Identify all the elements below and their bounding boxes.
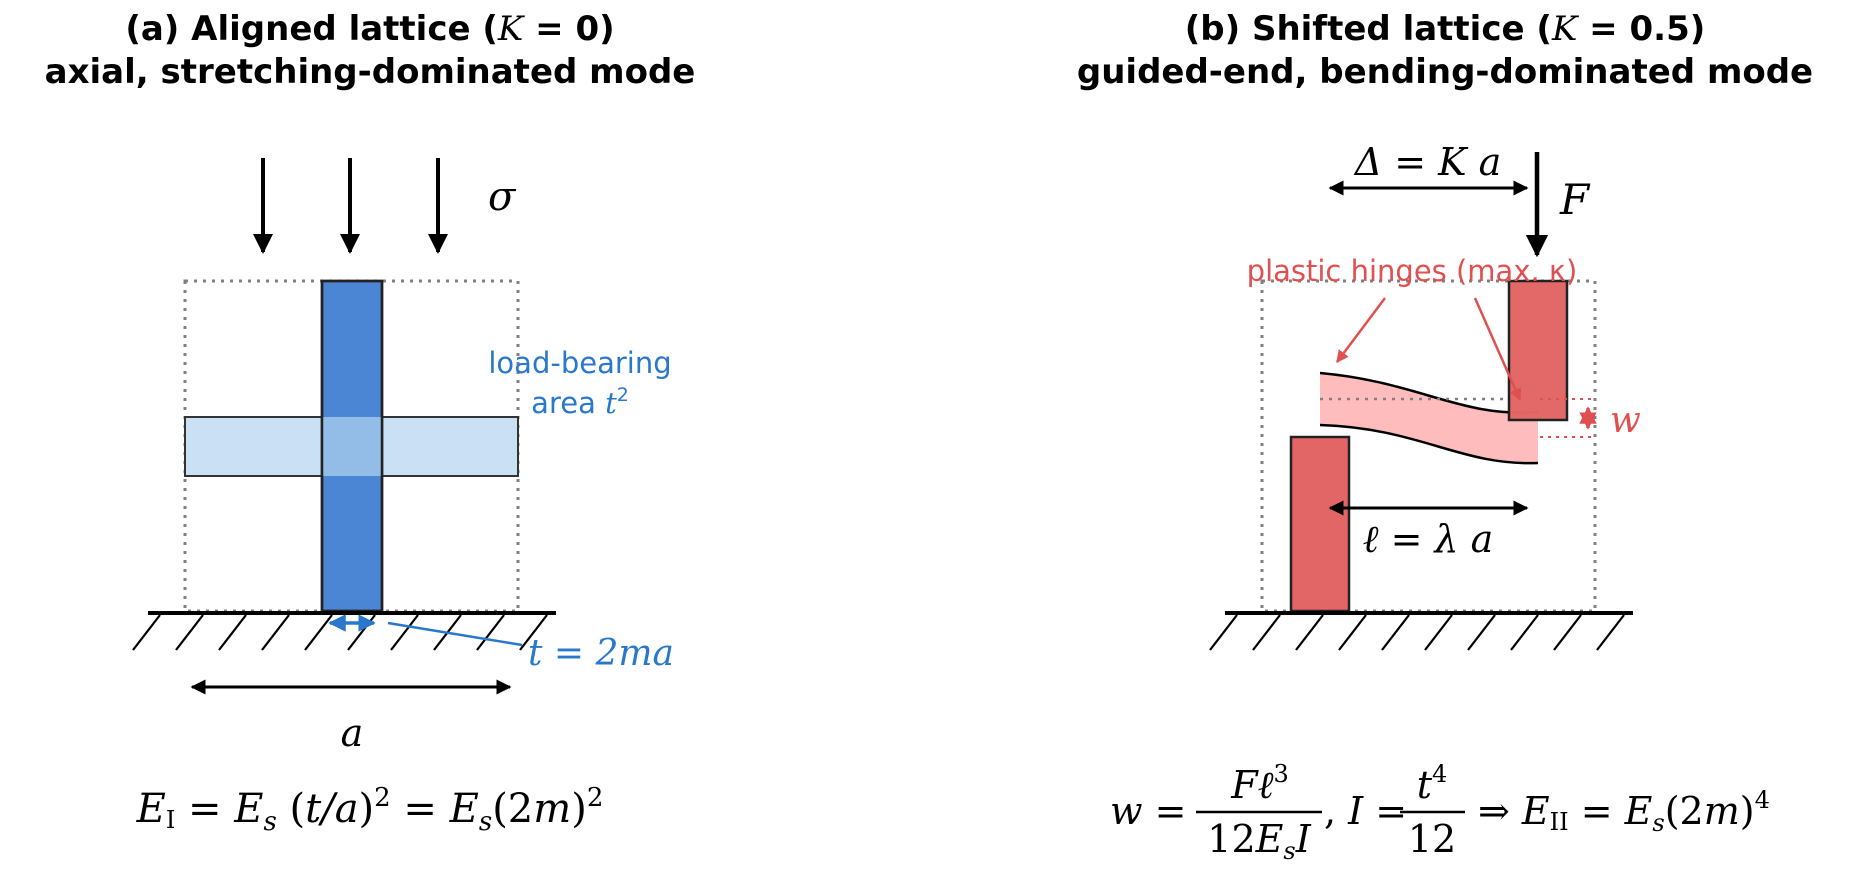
deflection-label: w [1610,400,1641,441]
thickness-leader [387,621,523,647]
thickness-label: t = 2ma [528,633,674,674]
svg-text:12EsI: 12EsI [1207,817,1311,865]
equation-a: EI = Es (t/a)2 = Es(2m)2 [136,783,604,837]
ground-b [1209,611,1633,651]
panel-a-subtitle: axial, stretching-dominated mode [45,52,696,92]
panel-a: (a) Aligned lattice (K = 0) axial, stret… [45,9,696,837]
area-label: area t2 [531,384,629,420]
svg-text:t4: t4 [1417,760,1448,807]
equation-b: w = Fℓ3 12EsI , I = t4 12 ⇒ EII = Es(2m)… [1110,760,1770,865]
panel-a-title: (a) Aligned lattice (K = 0) [125,9,614,49]
span-label: ℓ = λ a [1363,517,1494,561]
panel-b: (b) Shifted lattice (K = 0.5) guided-end… [1077,9,1813,865]
offset-label: Δ = K a [1353,140,1502,184]
hinges-label: plastic hinges (max. κ) [1247,254,1578,288]
svg-text:⇒ EII = Es(2m)4: ⇒ EII = Es(2m)4 [1478,786,1770,837]
svg-text:w =: w = [1110,789,1186,833]
sigma-label: σ [488,174,517,220]
panel-b-subtitle: guided-end, bending-dominated mode [1077,52,1813,92]
hinge-arrow-left [1336,297,1386,363]
load-bearing-label: load-bearing [488,346,671,380]
svg-text:12: 12 [1408,817,1456,861]
panel-b-title: (b) Shifted lattice (K = 0.5) [1185,9,1706,49]
stress-arrows [253,158,448,254]
ground-a [132,611,556,651]
svg-text:Fℓ3: Fℓ3 [1230,760,1288,807]
strut-overlap [322,417,382,476]
lower-strut [1289,435,1351,613]
cell-width-label: a [341,711,364,755]
hinge-arrow-right [1473,297,1522,402]
bending-beam [1320,373,1538,464]
svg-text:, I =: , I = [1324,789,1407,833]
force-label: F [1559,175,1591,224]
